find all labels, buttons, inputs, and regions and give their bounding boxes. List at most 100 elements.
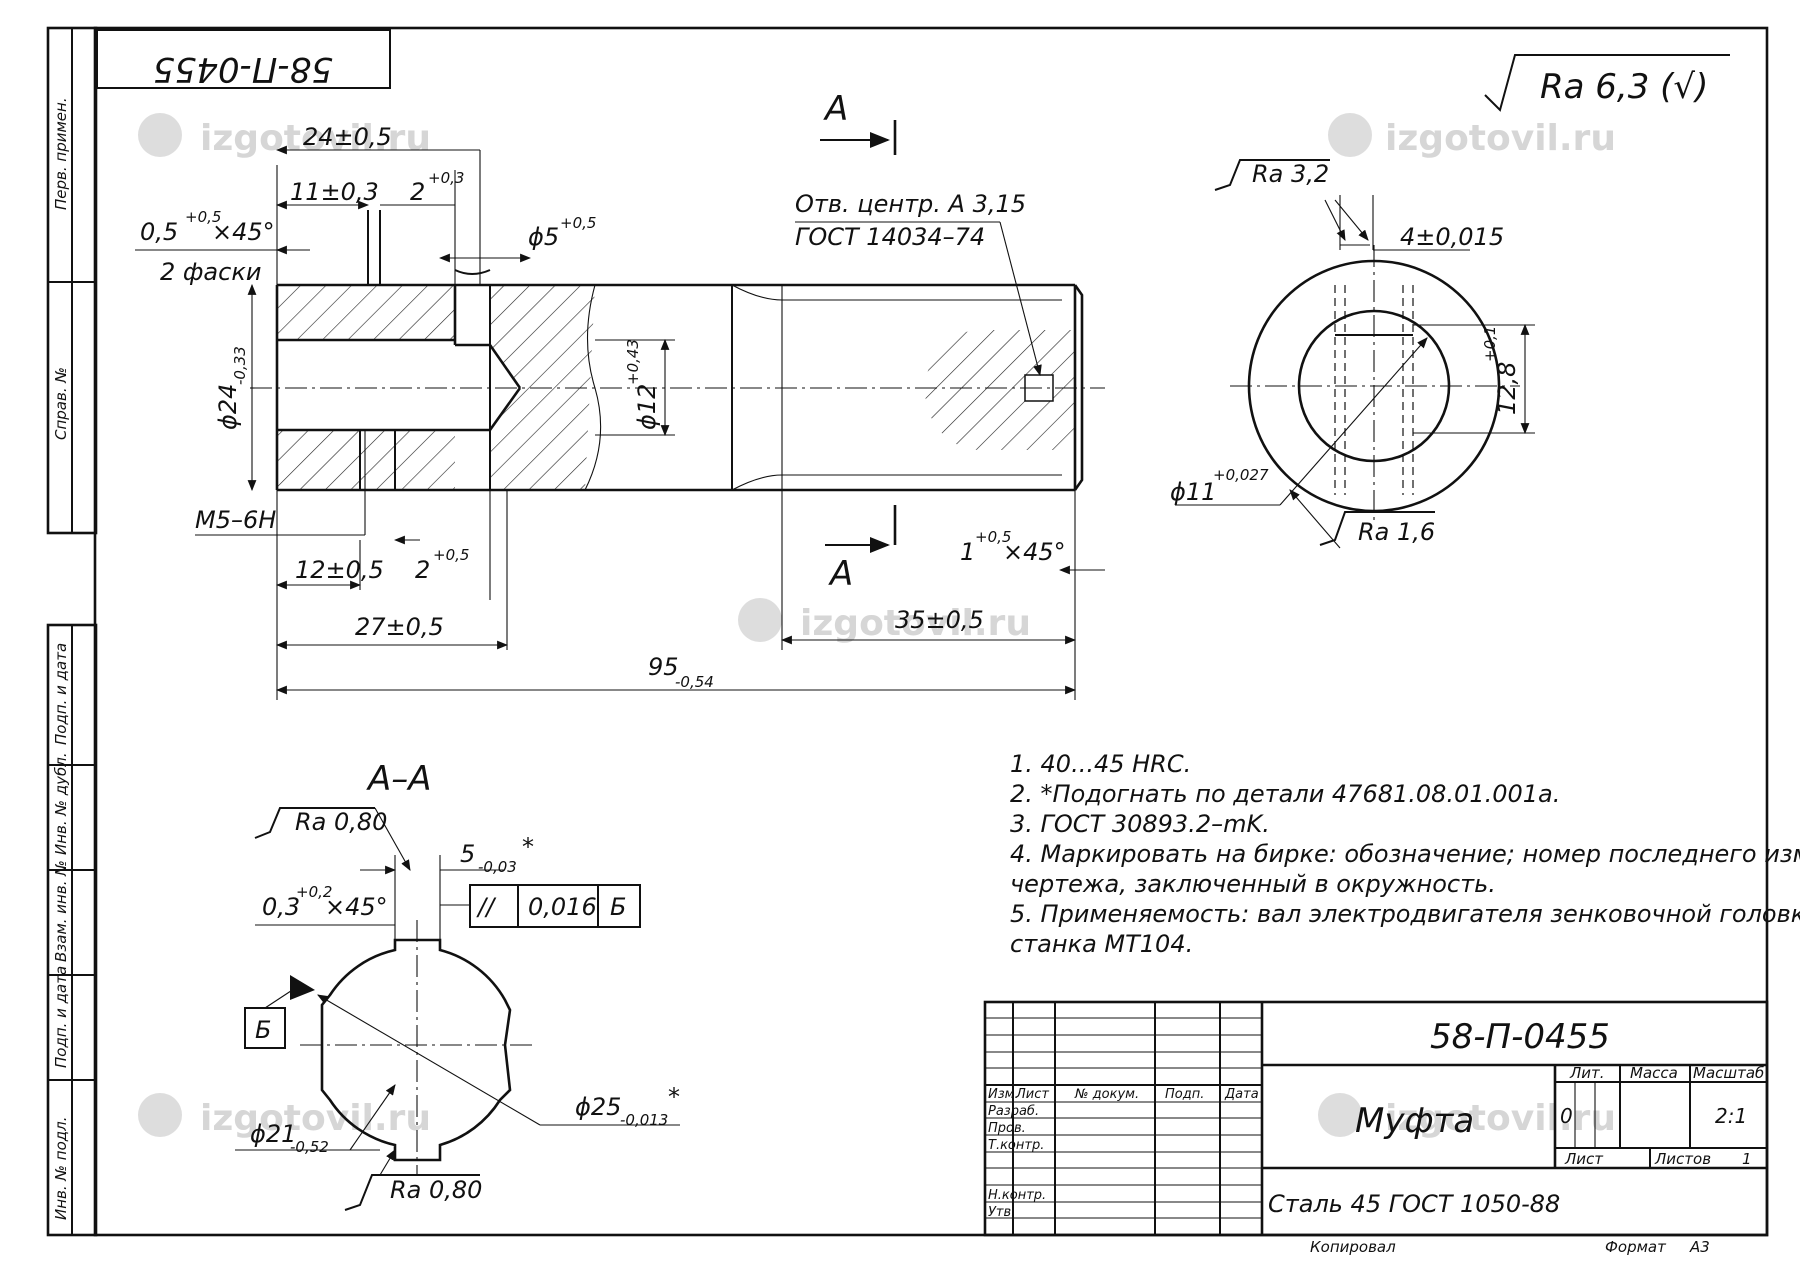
technical-notes: 1. 40...45 HRC. 2. *Подогнать по детали … [1010, 750, 1800, 958]
dim-35: 35±0,5 [895, 606, 984, 634]
dim-chamfer: 0,5 [140, 218, 178, 246]
dim-d25-tol: -0,013 [620, 1111, 668, 1129]
note-2: 2. *Подогнать по детали 47681.08.01.001а… [1010, 780, 1560, 808]
dim-d11: ϕ11 [1170, 478, 1216, 506]
dim-0-3: 0,3 [262, 893, 300, 921]
main-view: А А 24±0,5 11±0,3 2 +0,3 0,5 +0,5 ×45° 2… [135, 89, 1105, 700]
tb-format-value: А3 [1689, 1238, 1710, 1256]
watermark-2: izgotovil.ru [1385, 118, 1616, 159]
dim-2-top: 2 [410, 178, 425, 206]
tb-col-docum: № докум. [1074, 1087, 1139, 1102]
end-view: Ra 3,2 4±0,015 12,8 +0,1 ϕ11 +0,027 Ra 1… [1170, 159, 1535, 549]
watermark-4: izgotovil.ru [200, 1098, 431, 1139]
tb-row-prov: Пров. [988, 1121, 1026, 1136]
tb-designation: 58-П-0455 [1430, 1017, 1610, 1057]
title-block: Изм. Лист № докум. Подп. Дата Разраб. Пр… [983, 1000, 1769, 1256]
dim-d25: ϕ25 [575, 1093, 621, 1121]
section-mark-top: А [823, 89, 848, 129]
dim-d24: ϕ24 [214, 384, 242, 430]
center-hole-label-1: Отв. центр. А 3,15 [795, 190, 1026, 218]
ra-16-label: Ra 1,6 [1358, 518, 1435, 546]
tb-massa: Масса [1630, 1064, 1678, 1082]
side-frame-labels: Перв. примен. Справ. № Подп. и дата Инв.… [52, 97, 70, 1220]
dim-d24-tol: -0,33 [231, 346, 249, 385]
tb-part-name: Муфта [1355, 1101, 1474, 1141]
side-vzam-inv: Взам. инв. № [52, 860, 70, 962]
dim-d21: ϕ21 [250, 1120, 296, 1148]
thread-label: М5–6Н [195, 506, 276, 534]
dim-chamfer-angle: ×45° [212, 218, 275, 246]
dim-1-tol: +0,5 [975, 528, 1011, 546]
tolerance-symbol: // [476, 893, 497, 921]
dim-d11-tol: +0,027 [1213, 466, 1269, 484]
ra-080-top: Ra 0,80 [295, 808, 387, 836]
code-stamp: 58-П-0455 [153, 49, 333, 89]
note-3: 3. ГОСТ 30893.2–mK. [1010, 810, 1270, 838]
section-view: А–А Ra 0,80 5 -0,03 * 0,3 +0,2 ×45° // 0… [235, 759, 680, 1211]
tolerance-value: 0,016 [528, 893, 597, 921]
tb-material: Сталь 45 ГОСТ 1050-88 [1268, 1190, 1560, 1218]
side-podp-data-2: Подп. и дата [52, 966, 70, 1068]
note-5-cont: станка МТ104. [1010, 930, 1193, 958]
ra-080-bottom: Ra 0,80 [390, 1176, 482, 1204]
tb-masshtab: Масштаб [1693, 1064, 1764, 1082]
dim-2-faski: 2 фаски [160, 258, 261, 286]
tb-col-list: Лист [1015, 1087, 1049, 1102]
side-podp-data-1: Подп. и дата [52, 643, 70, 745]
tolerance-datum: Б [610, 893, 626, 921]
dim-1: 1 [960, 538, 975, 566]
ra-32-label: Ra 3,2 [1252, 160, 1329, 188]
note-4-cont: чертежа, заключенный в окружность. [1010, 870, 1496, 898]
side-sprav-no: Справ. № [52, 367, 70, 440]
roughness-sign [1484, 54, 1730, 112]
tb-lit: Лит. [1569, 1064, 1605, 1082]
dim-95: 95 [648, 653, 679, 681]
note-1: 1. 40...45 HRC. [1010, 750, 1191, 778]
watermark-logo [138, 113, 1372, 1137]
watermark-group: izgotovil.ru izgotovil.ru izgotovil.ru i… [138, 113, 1616, 1139]
dim-12: 12±0,5 [295, 556, 384, 584]
watermark-5: izgotovil.ru [1385, 1098, 1616, 1139]
watermark-1: izgotovil.ru [200, 118, 431, 159]
tb-row-nkontr: Н.контр. [988, 1188, 1046, 1203]
side-perv-primen: Перв. примен. [52, 97, 70, 210]
dim-4: 4±0,015 [1400, 223, 1504, 251]
tb-lit-value: 0 [1560, 1104, 1573, 1128]
dim-d5: ϕ5 [528, 223, 559, 251]
tb-col-podp: Подп. [1165, 1087, 1204, 1102]
tb-scale-value: 2:1 [1715, 1104, 1747, 1128]
dim-24: 24±0,5 [303, 123, 392, 151]
dim-chamfer-tol: +0,5 [185, 208, 221, 226]
sheet-frame [46, 26, 1769, 1237]
tb-row-utv: Утв. [988, 1205, 1015, 1220]
dim-2-bottom-tol: +0,5 [433, 546, 469, 564]
note-4: 4. Маркировать на бирке: обозначение; но… [1010, 840, 1800, 868]
side-inv-podl: Инв. № подл. [52, 1117, 70, 1220]
dim-0-3-tol: +0,2 [296, 883, 332, 901]
dim-d12: ϕ12 [633, 384, 661, 430]
dim-11: 11±0,3 [290, 178, 379, 206]
star-mark-2: * [668, 1083, 680, 1111]
dim-d21-tol: -0,52 [290, 1138, 329, 1156]
tb-row-tkontr: Т.контр. [988, 1138, 1044, 1153]
tb-kopiroval: Копировал [1310, 1238, 1396, 1256]
tb-sheet-label: Лист [1564, 1150, 1604, 1168]
dim-95-tol: -0,54 [675, 673, 714, 691]
section-title: А–А [366, 759, 432, 799]
dim-12-8: 12,8 [1493, 362, 1521, 415]
dim-2-top-tol: +0,3 [428, 169, 464, 187]
dim-1-angle: ×45° [1003, 538, 1066, 566]
roughness-general: Ra 6,3 (√) [1540, 67, 1708, 107]
dim-5-tol: -0,03 [478, 858, 517, 876]
tb-col-izm: Изм. [988, 1087, 1019, 1102]
dim-12-8-tol: +0,1 [1481, 326, 1499, 362]
dim-5: 5 [460, 840, 475, 868]
note-5: 5. Применяемость: вал электродвигателя з… [1010, 900, 1800, 928]
section-mark-bottom: А [828, 554, 853, 594]
center-hole-label-2: ГОСТ 14034–74 [795, 223, 985, 251]
dim-0-3-angle: ×45° [325, 893, 388, 921]
tb-row-razrab: Разраб. [988, 1104, 1039, 1119]
tb-sheets-label: Листов [1654, 1150, 1711, 1168]
